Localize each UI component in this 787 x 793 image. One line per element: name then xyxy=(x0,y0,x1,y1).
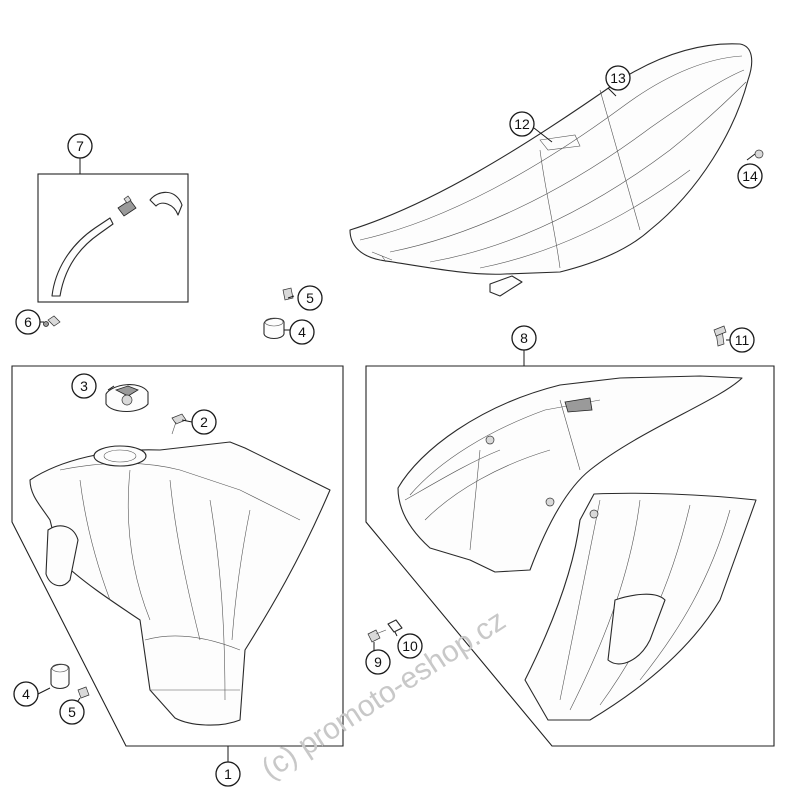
callout-10-label: 10 xyxy=(402,638,418,654)
callout-7[interactable]: 7 xyxy=(67,133,93,159)
seat-part[interactable] xyxy=(349,43,753,297)
screw-part-bottom[interactable] xyxy=(77,686,90,699)
callout-5-bottom[interactable]: 5 xyxy=(59,699,85,725)
callout-14-label: 14 xyxy=(742,168,758,184)
side-panel-bushing-part[interactable] xyxy=(387,619,403,633)
callout-4-bottom[interactable]: 4 xyxy=(13,681,39,707)
callout-4-top[interactable]: 4 xyxy=(289,319,315,345)
side-number-plate-part[interactable] xyxy=(524,492,757,721)
fuel-valve-part[interactable] xyxy=(117,195,137,217)
airbox-cover-part[interactable] xyxy=(397,375,743,573)
screw-part-top[interactable] xyxy=(282,287,294,301)
callout-8[interactable]: 8 xyxy=(511,325,537,351)
callout-13[interactable]: 12 xyxy=(509,111,535,137)
callout-11[interactable]: 11 xyxy=(729,327,755,353)
callout-8-label: 8 xyxy=(520,330,528,346)
seat-screw-part[interactable] xyxy=(754,149,764,159)
callout-2-label: 2 xyxy=(200,414,208,430)
callout-2[interactable]: 2 xyxy=(191,409,217,435)
callout-3[interactable]: 3 xyxy=(71,373,97,399)
callout-5-bottom-label: 5 xyxy=(68,704,76,720)
callout-1[interactable]: 1 xyxy=(215,761,241,787)
callout-9[interactable]: 9 xyxy=(365,649,391,675)
callout-4-bottom-label: 4 xyxy=(22,686,30,702)
callout-10[interactable]: 10 xyxy=(397,633,423,659)
callout-13-label: 12 xyxy=(514,116,530,132)
rubber-bushing-part-top[interactable] xyxy=(263,317,285,340)
callout-5-top[interactable]: 5 xyxy=(297,285,323,311)
callout-14[interactable]: 14 xyxy=(737,163,763,189)
callout-9-label: 9 xyxy=(374,654,382,670)
fuel-hose-part[interactable] xyxy=(51,191,183,297)
callout-5-top-label: 5 xyxy=(306,290,314,306)
fuel-filler-cap-part[interactable] xyxy=(105,384,149,413)
fuel-tank-part[interactable] xyxy=(29,441,331,726)
tank-screw-part[interactable] xyxy=(171,413,187,435)
fuel-line-kit-frame xyxy=(37,173,189,303)
seat-badge-part[interactable] xyxy=(539,134,581,151)
callout-1-label: 1 xyxy=(224,766,232,782)
hose-clamp-part[interactable] xyxy=(43,315,61,327)
callout-3-label: 3 xyxy=(80,378,88,394)
callout-11-label: 11 xyxy=(735,332,750,348)
side-panel-screw-part[interactable] xyxy=(367,629,387,643)
leader-lines xyxy=(37,87,756,762)
rubber-bushing-part-bottom[interactable] xyxy=(50,663,70,690)
callout-12[interactable]: 13 xyxy=(605,65,631,91)
side-panel-frame xyxy=(365,365,775,747)
callout-6-label: 6 xyxy=(24,314,32,330)
callout-12-label: 13 xyxy=(610,70,626,86)
callout-4-top-label: 4 xyxy=(298,324,306,340)
callout-7-label: 7 xyxy=(76,138,84,154)
callout-6[interactable]: 6 xyxy=(15,309,41,335)
frame-screw-part[interactable] xyxy=(713,325,727,347)
fuel-tank-frame xyxy=(11,365,344,747)
